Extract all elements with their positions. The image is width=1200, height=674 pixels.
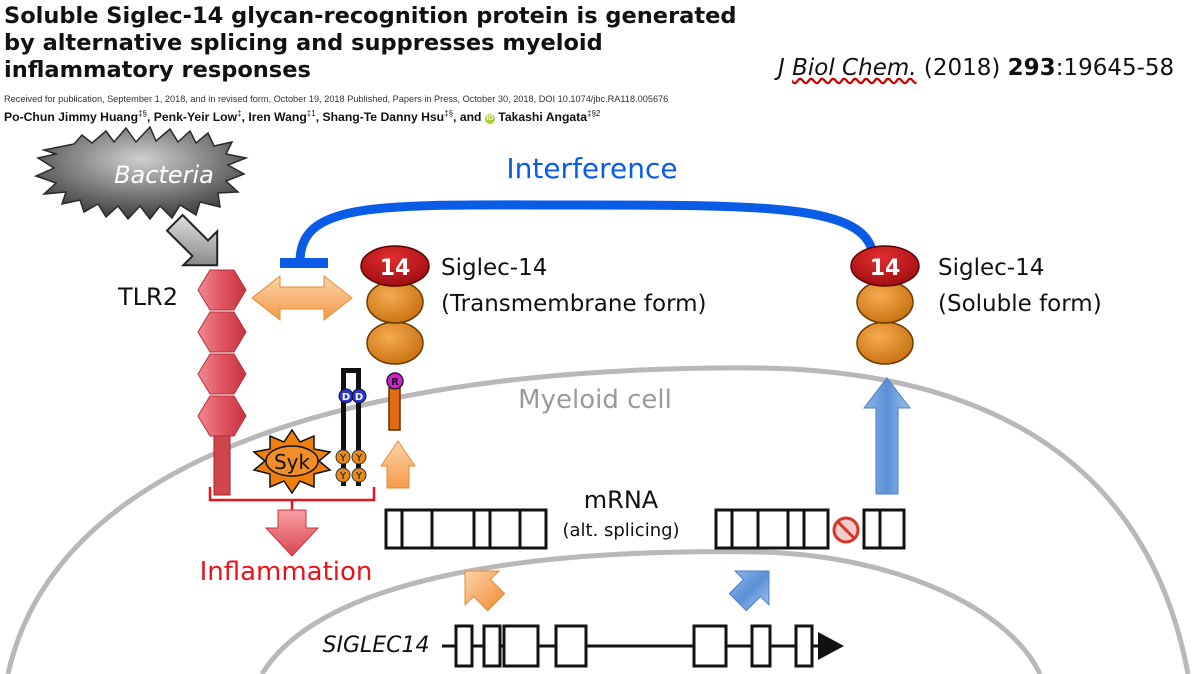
gene-label: SIGLEC14 <box>322 633 429 658</box>
myeloid-cell-membrane <box>5 365 1191 674</box>
r-residue-label: R <box>391 377 399 388</box>
y-residue: Y <box>355 471 363 482</box>
orcid-icon: iD <box>484 114 495 125</box>
author-name: Po-Chun Jimmy Huang <box>4 110 139 125</box>
mrna-label: mRNA <box>584 486 659 514</box>
author-and: and <box>459 110 482 125</box>
siglec14-sol-form: (Soluble form) <box>938 291 1102 317</box>
interference-label: Interference <box>506 152 677 185</box>
translation-arrow-tm <box>380 440 416 489</box>
paper-title: Soluble Siglec-14 glycan-recognition pro… <box>4 3 737 83</box>
siglec14-sol-badge: 14 <box>870 256 901 281</box>
author-name: Penk-Yeir Low <box>153 110 238 125</box>
alt-splicing-label: (alt. splicing) <box>562 520 679 541</box>
signaling-bracket <box>208 487 376 510</box>
stop-codon-icon <box>832 516 860 544</box>
bacteria-to-tlr2-arrow <box>165 213 219 267</box>
y-residue: Y <box>339 453 347 464</box>
d-residue-left: D <box>342 392 350 403</box>
siglec14-transmembrane <box>360 245 430 431</box>
journal-citation: J Biol Chem. (2018) 293:19645-58 <box>778 55 1174 81</box>
interaction-double-arrow <box>251 274 353 322</box>
d-residue-right: D <box>355 392 363 403</box>
tlr2-receptor <box>197 269 247 496</box>
author-name: Takashi Angata <box>498 110 588 125</box>
author-list: Po-Chun Jimmy Huang‡§, Penk-Yeir Low‡, I… <box>4 109 601 125</box>
inhibitor-bar <box>280 258 328 268</box>
siglec14-sol-name: Siglec-14 <box>938 255 1044 281</box>
bacteria-label: Bacteria <box>114 161 214 189</box>
siglec14-tm-badge: 14 <box>380 256 411 281</box>
author-affiliation: ‡§ <box>444 109 454 118</box>
journal-year: (2018) <box>923 55 1001 81</box>
journal-name-rest: Biol Chem. <box>792 55 917 81</box>
journal-volume: 293 <box>1007 55 1056 81</box>
bacteria-shape <box>33 125 249 221</box>
interference-arc <box>295 200 877 263</box>
mrna-transmembrane <box>384 508 548 550</box>
y-residue: Y <box>355 453 363 464</box>
author-affiliation: ‡§ <box>138 109 147 118</box>
myeloid-cell-label: Myeloid cell <box>518 385 672 415</box>
y-residue: Y <box>339 471 347 482</box>
author-name: Iren Wang <box>248 110 307 125</box>
inflammation-arrow <box>264 509 320 557</box>
nucleus-membrane <box>259 549 1043 674</box>
journal-name-j: J <box>778 55 785 81</box>
tlr2-label: TLR2 <box>117 283 178 311</box>
syk-label: Syk <box>274 450 311 474</box>
siglec14-soluble <box>850 245 920 365</box>
siglec14-tm-name: Siglec-14 <box>441 255 547 281</box>
dap12-adaptor <box>335 368 367 486</box>
transcription-arrow-soluble <box>728 570 770 612</box>
publication-history: Received for publication, September 1, 2… <box>4 94 669 104</box>
transcription-arrow-tm <box>464 570 506 612</box>
author-affiliation: ‡§2 <box>587 109 601 118</box>
translation-arrow-soluble <box>862 377 912 495</box>
author-affiliation: ‡ <box>237 109 242 118</box>
author-affiliation: ‡1 <box>306 109 316 118</box>
journal-pages: :19645-58 <box>1055 55 1175 81</box>
mrna-soluble <box>714 508 906 550</box>
author-name: Shang-Te Danny Hsu <box>322 110 445 125</box>
inflammation-label: Inflammation <box>200 557 373 587</box>
siglec14-gene <box>442 624 844 668</box>
siglec14-tm-form: (Transmembrane form) <box>441 291 707 317</box>
